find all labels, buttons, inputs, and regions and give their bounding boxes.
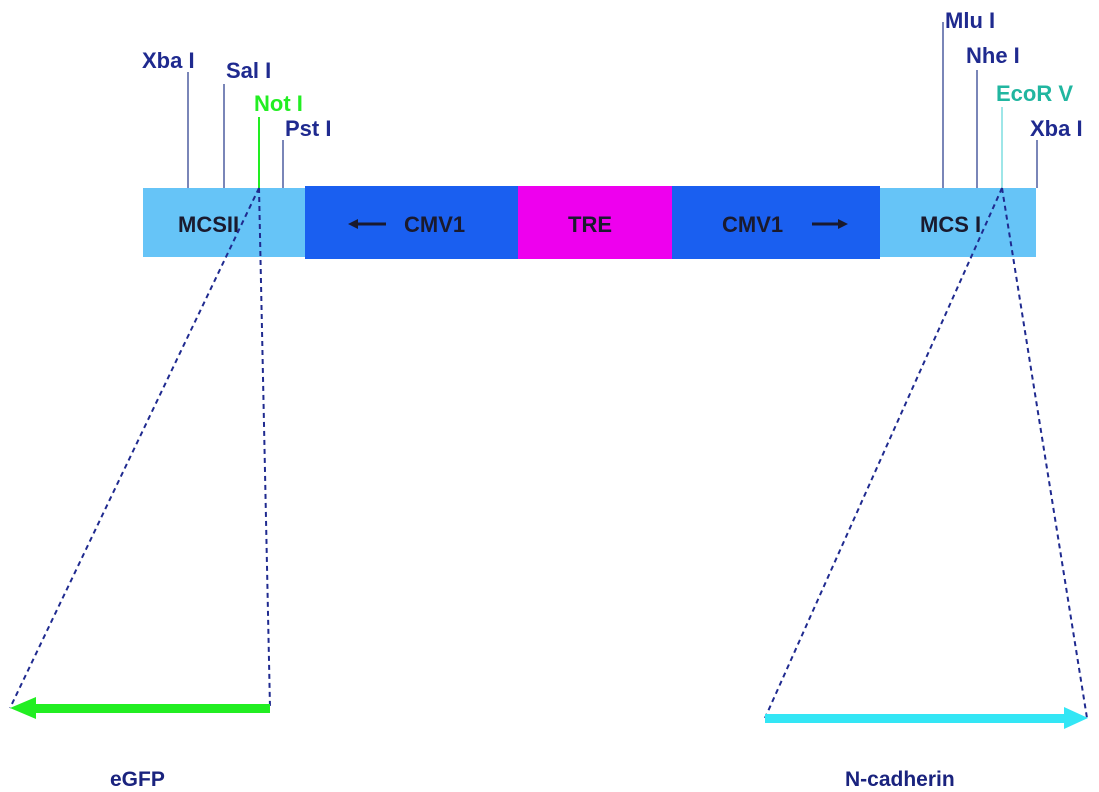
site-label-ecor: EcoR V (996, 81, 1073, 106)
left-insert-lines (9, 187, 271, 709)
site-label-not: Not I (254, 91, 303, 116)
egfp-label: eGFP (110, 768, 165, 791)
left-arrow-icon (348, 219, 386, 229)
site-label-pst: Pst I (285, 116, 331, 141)
construct-bar (143, 186, 1036, 259)
left-site-ticks (187, 72, 284, 188)
tre-block (518, 186, 672, 259)
ncadherin-arrow (765, 707, 1088, 729)
left-site-labels: Xba I Sal I Not I Pst I (142, 48, 331, 141)
tre-label: TRE (568, 212, 612, 237)
right-insert-lines (764, 187, 1088, 719)
cmv-right-block (672, 186, 880, 259)
right-site-labels: Mlu I Nhe I EcoR V Xba I (945, 8, 1083, 141)
cmv-left-block (305, 186, 518, 259)
mcs1-block (880, 188, 1036, 257)
cmv-right-label: CMV1 (722, 212, 783, 237)
mcs1-label: MCS I (920, 212, 981, 237)
right-site-ticks (942, 22, 1038, 188)
site-label-xba-left: Xba I (142, 48, 195, 73)
site-label-nhe: Nhe I (966, 43, 1020, 68)
mcs2-label: MCSII (178, 212, 239, 237)
site-label-sal: Sal I (226, 58, 271, 83)
egfp-arrow (10, 697, 270, 719)
mcs2-block (143, 188, 305, 257)
ncadherin-label: N-cadherin (845, 768, 955, 791)
right-arrow-icon (812, 219, 848, 229)
site-label-xba-right: Xba I (1030, 116, 1083, 141)
site-label-mlu: Mlu I (945, 8, 995, 33)
cmv-left-label: CMV1 (404, 212, 465, 237)
